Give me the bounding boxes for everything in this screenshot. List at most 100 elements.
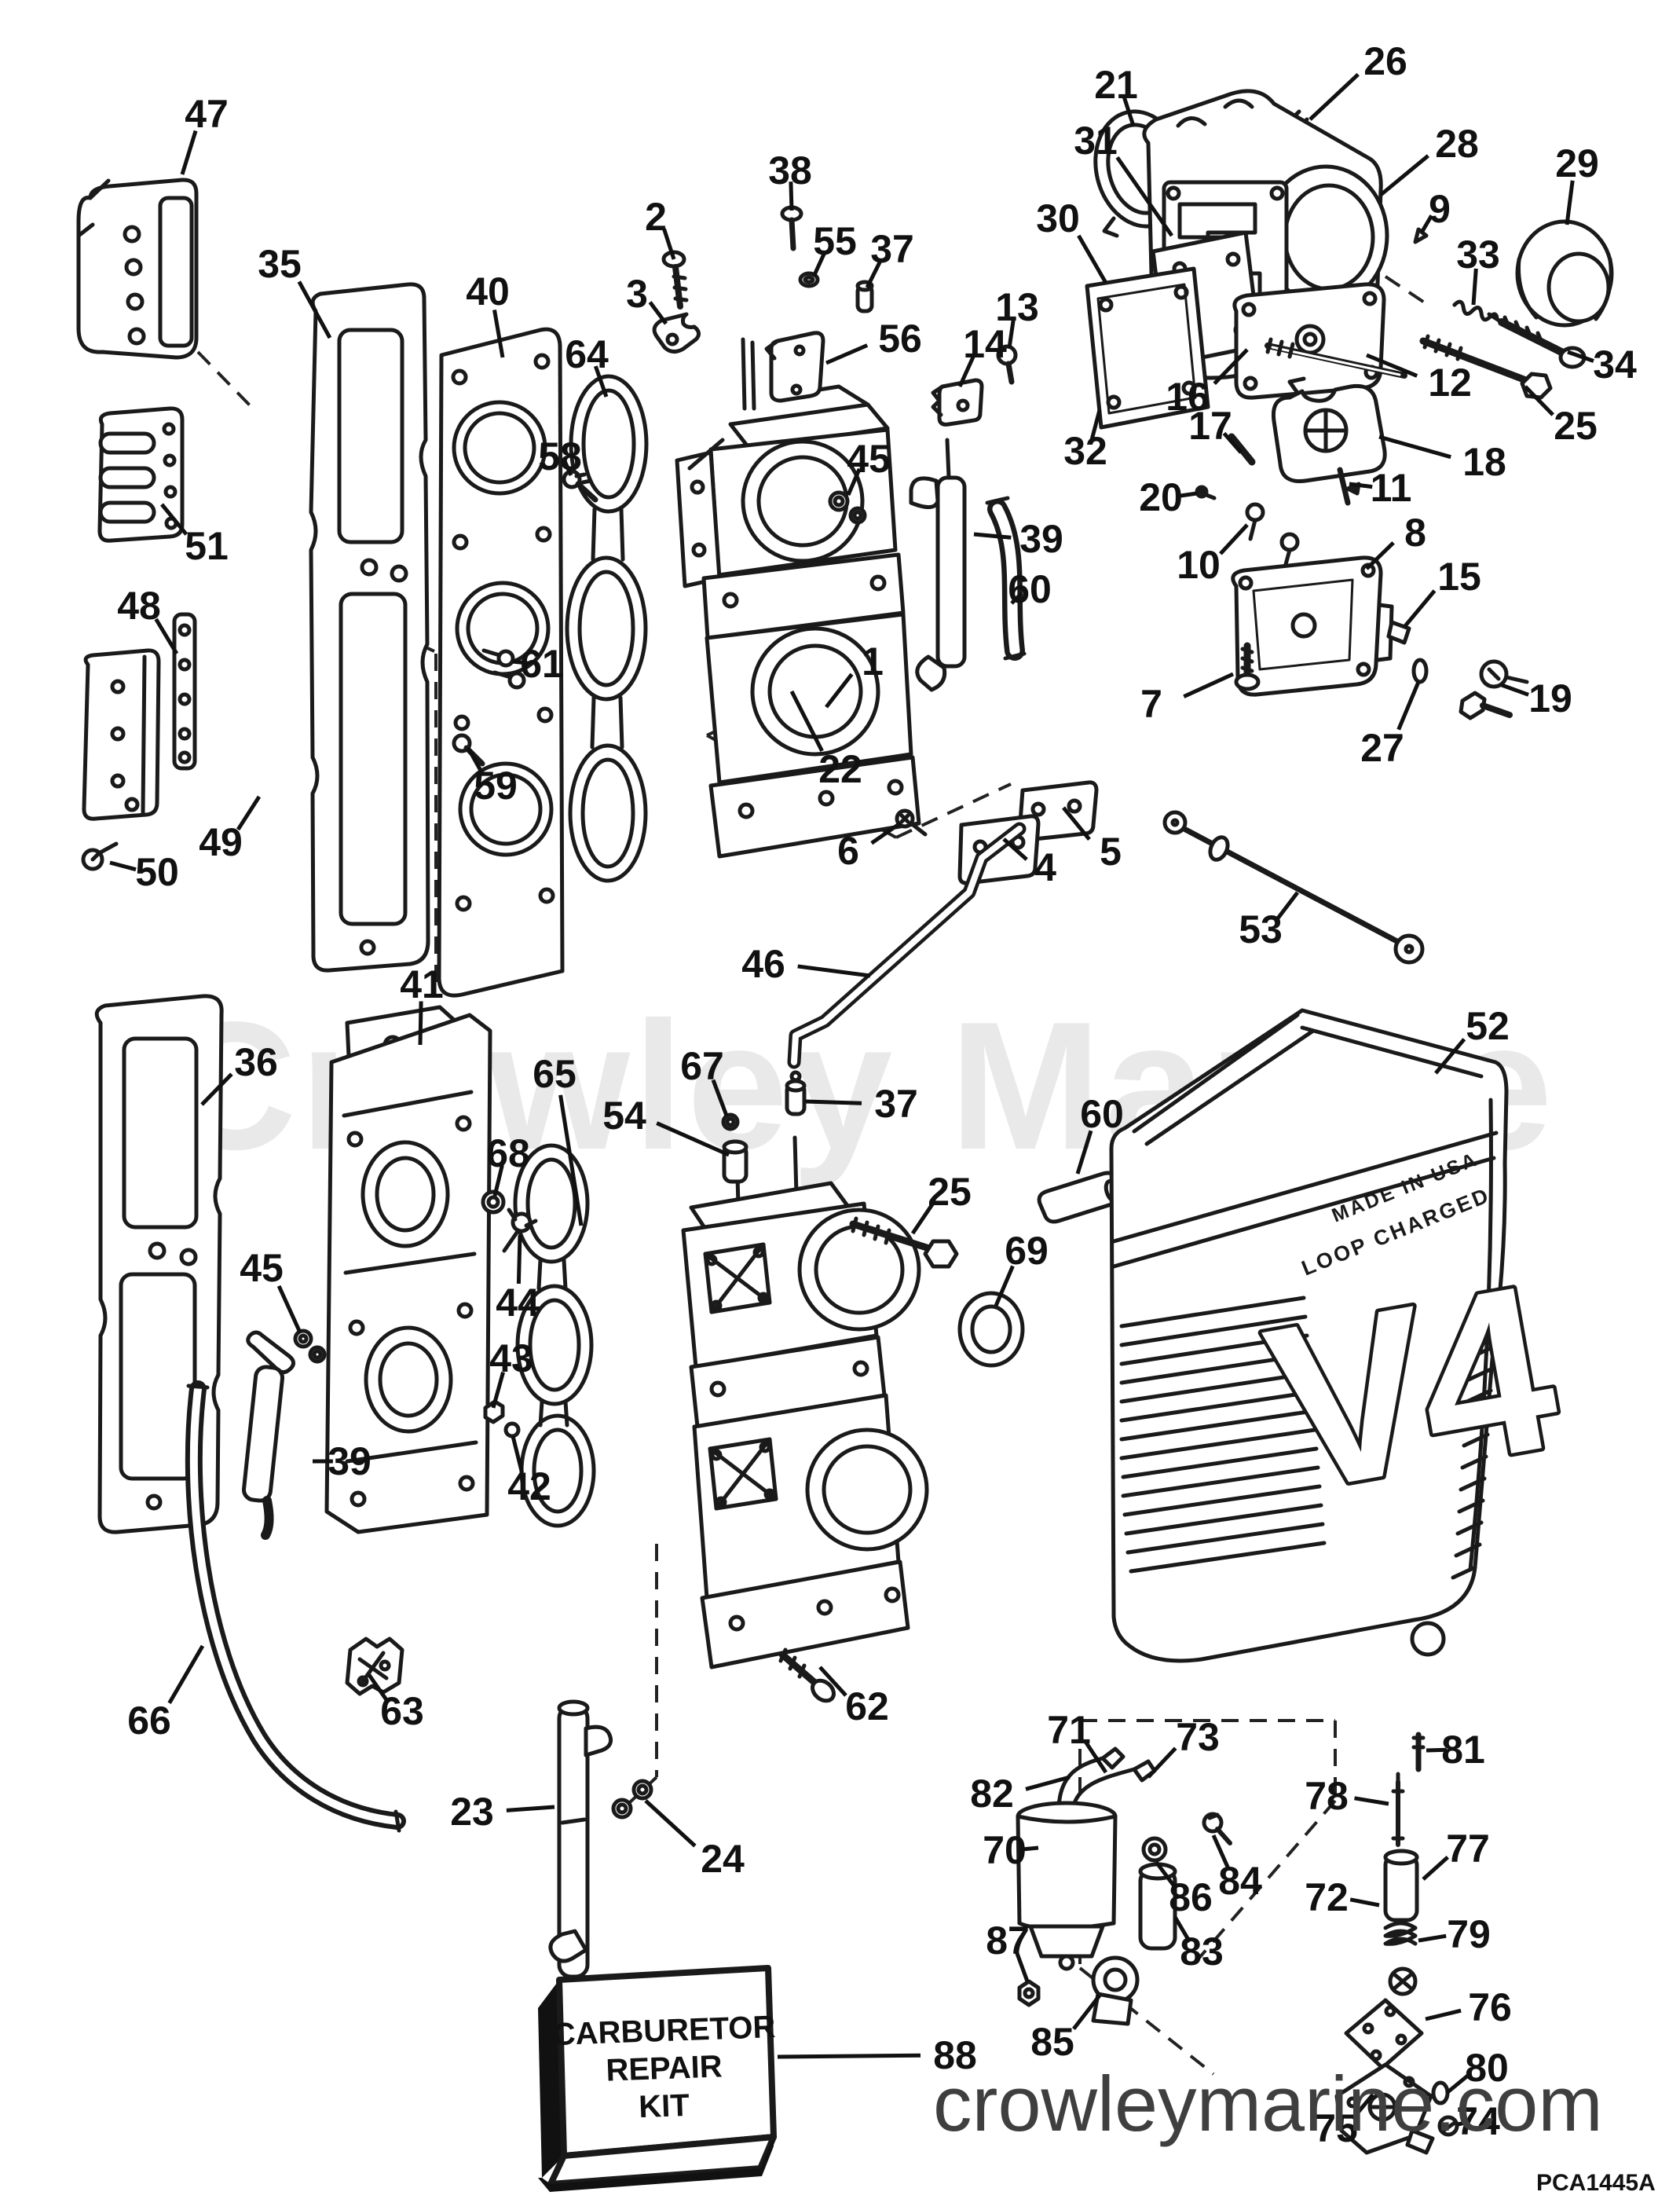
callout-leader-2 bbox=[662, 228, 676, 260]
callout-number-64: 64 bbox=[565, 332, 609, 376]
callout-number-29: 29 bbox=[1555, 141, 1599, 185]
callout-number-58: 58 bbox=[538, 434, 582, 478]
callout-number-30: 30 bbox=[1036, 196, 1080, 240]
callout-number-31: 31 bbox=[1074, 119, 1118, 163]
callout-number-83: 83 bbox=[1180, 1930, 1224, 1974]
callout-leader-65 bbox=[558, 1094, 584, 1226]
part-needle-hardware bbox=[1195, 227, 1587, 570]
callout-number-38: 38 bbox=[768, 148, 812, 192]
part-hose-60 bbox=[985, 496, 1027, 661]
callout-leader-12 bbox=[1366, 353, 1418, 378]
callout-number-11: 11 bbox=[1371, 466, 1412, 510]
callout-leader-19 bbox=[1501, 683, 1529, 697]
kit-box-line2: REPAIR bbox=[606, 2049, 723, 2087]
callout-leader-40 bbox=[492, 309, 505, 358]
callout-number-43: 43 bbox=[489, 1336, 533, 1380]
callout-leader-25 bbox=[910, 1202, 935, 1235]
callout-leader-37 bbox=[865, 258, 883, 289]
callout-leader-11 bbox=[1349, 482, 1373, 489]
callout-number-44: 44 bbox=[496, 1281, 540, 1325]
callout-leader-69 bbox=[994, 1265, 1015, 1307]
callout-number-60: 60 bbox=[1008, 567, 1052, 611]
callout-leader-85 bbox=[1072, 1994, 1101, 2031]
callout-number-46: 46 bbox=[741, 942, 785, 986]
callout-leader-68 bbox=[492, 1164, 504, 1197]
callout-leader-48 bbox=[154, 618, 179, 655]
callout-number-39: 39 bbox=[328, 1439, 372, 1483]
callout-number-35: 35 bbox=[258, 242, 302, 286]
callout-leader-84 bbox=[1211, 1834, 1230, 1869]
callout-leader-80 bbox=[1445, 2073, 1470, 2095]
callout-number-15: 15 bbox=[1437, 555, 1481, 599]
callout-leader-4 bbox=[1002, 837, 1028, 861]
part-gasket-36 bbox=[94, 994, 224, 1534]
callout-leader-54 bbox=[656, 1121, 730, 1157]
callout-leader-72 bbox=[1349, 1897, 1380, 1908]
callout-leader-78 bbox=[1354, 1796, 1389, 1806]
part-link-rod-53 bbox=[1162, 810, 1425, 965]
part-brackets-4-5 bbox=[895, 780, 1099, 885]
callout-number-45: 45 bbox=[847, 437, 891, 481]
callout-number-28: 28 bbox=[1435, 122, 1479, 166]
callout-leader-3 bbox=[648, 301, 668, 325]
callout-leader-30 bbox=[1077, 234, 1108, 284]
callout-number-4: 4 bbox=[1034, 845, 1056, 889]
callout-leader-32 bbox=[1089, 409, 1102, 441]
callout-number-37: 37 bbox=[870, 227, 914, 271]
callout-leader-61 bbox=[511, 659, 529, 665]
diagram-art: MADE IN USA LOOP CHARGED V4 bbox=[76, 89, 1614, 2192]
callout-number-69: 69 bbox=[1005, 1229, 1049, 1273]
callout-leader-47 bbox=[180, 130, 198, 175]
callout-number-9: 9 bbox=[1429, 187, 1451, 231]
callout-number-37: 37 bbox=[874, 1082, 918, 1126]
callout-number-33: 33 bbox=[1456, 233, 1500, 277]
part-screw-50 bbox=[81, 841, 119, 871]
callout-number-62: 62 bbox=[845, 1684, 889, 1728]
callout-number-74: 74 bbox=[1456, 2099, 1500, 2143]
callout-number-23: 23 bbox=[450, 1790, 494, 1834]
callout-leader-64 bbox=[593, 365, 609, 398]
callout-leader-25 bbox=[1524, 385, 1554, 416]
part-bent-rod-46 bbox=[787, 822, 1027, 1069]
callout-leader-10 bbox=[1219, 523, 1249, 555]
callout-number-8: 8 bbox=[1404, 511, 1426, 555]
part-carburetor-lower-54 bbox=[681, 1135, 929, 1669]
part-top-middle-hardware bbox=[452, 205, 1018, 767]
carburetor-repair-kit-box bbox=[538, 1965, 777, 2192]
callout-leader-49 bbox=[236, 795, 262, 831]
callout-leader-24 bbox=[644, 1799, 697, 1848]
kit-box-label: CARBURETOR REPAIR KIT bbox=[552, 2010, 776, 2124]
callout-leader-26 bbox=[1308, 72, 1360, 121]
callout-leader-33 bbox=[1471, 268, 1478, 306]
callout-number-65: 65 bbox=[533, 1052, 576, 1096]
callout-leader-79 bbox=[1418, 1933, 1447, 1943]
callout-number-5: 5 bbox=[1100, 830, 1122, 874]
callout-leader-18 bbox=[1378, 434, 1451, 460]
callout-leader-83 bbox=[1173, 1915, 1191, 1943]
callout-number-39: 39 bbox=[1019, 517, 1063, 561]
callout-number-24: 24 bbox=[701, 1837, 745, 1881]
callout-leader-82 bbox=[1025, 1775, 1071, 1791]
callout-number-10: 10 bbox=[1177, 543, 1221, 587]
callout-leader-63 bbox=[367, 1673, 390, 1702]
callout-number-60: 60 bbox=[1080, 1092, 1124, 1136]
callout-leader-58 bbox=[563, 460, 573, 477]
callout-leader-66 bbox=[167, 1644, 205, 1705]
callout-leader-35 bbox=[297, 280, 332, 339]
part-solenoid-70 bbox=[1016, 1746, 1157, 1971]
part-carburetor-upper-1 bbox=[675, 337, 921, 859]
callout-leader-88 bbox=[777, 2053, 921, 2059]
callout-number-17: 17 bbox=[1188, 404, 1232, 448]
callout-leader-71 bbox=[1084, 1740, 1108, 1774]
callout-leader-20 bbox=[1177, 491, 1198, 499]
callout-leader-62 bbox=[818, 1666, 847, 1697]
part-seal-69 bbox=[957, 1291, 1025, 1368]
callout-number-56: 56 bbox=[878, 317, 922, 361]
callout-number-32: 32 bbox=[1063, 429, 1107, 473]
part-reed-block-51 bbox=[97, 406, 185, 543]
callout-leader-16 bbox=[1213, 348, 1249, 386]
callout-number-27: 27 bbox=[1360, 726, 1404, 770]
